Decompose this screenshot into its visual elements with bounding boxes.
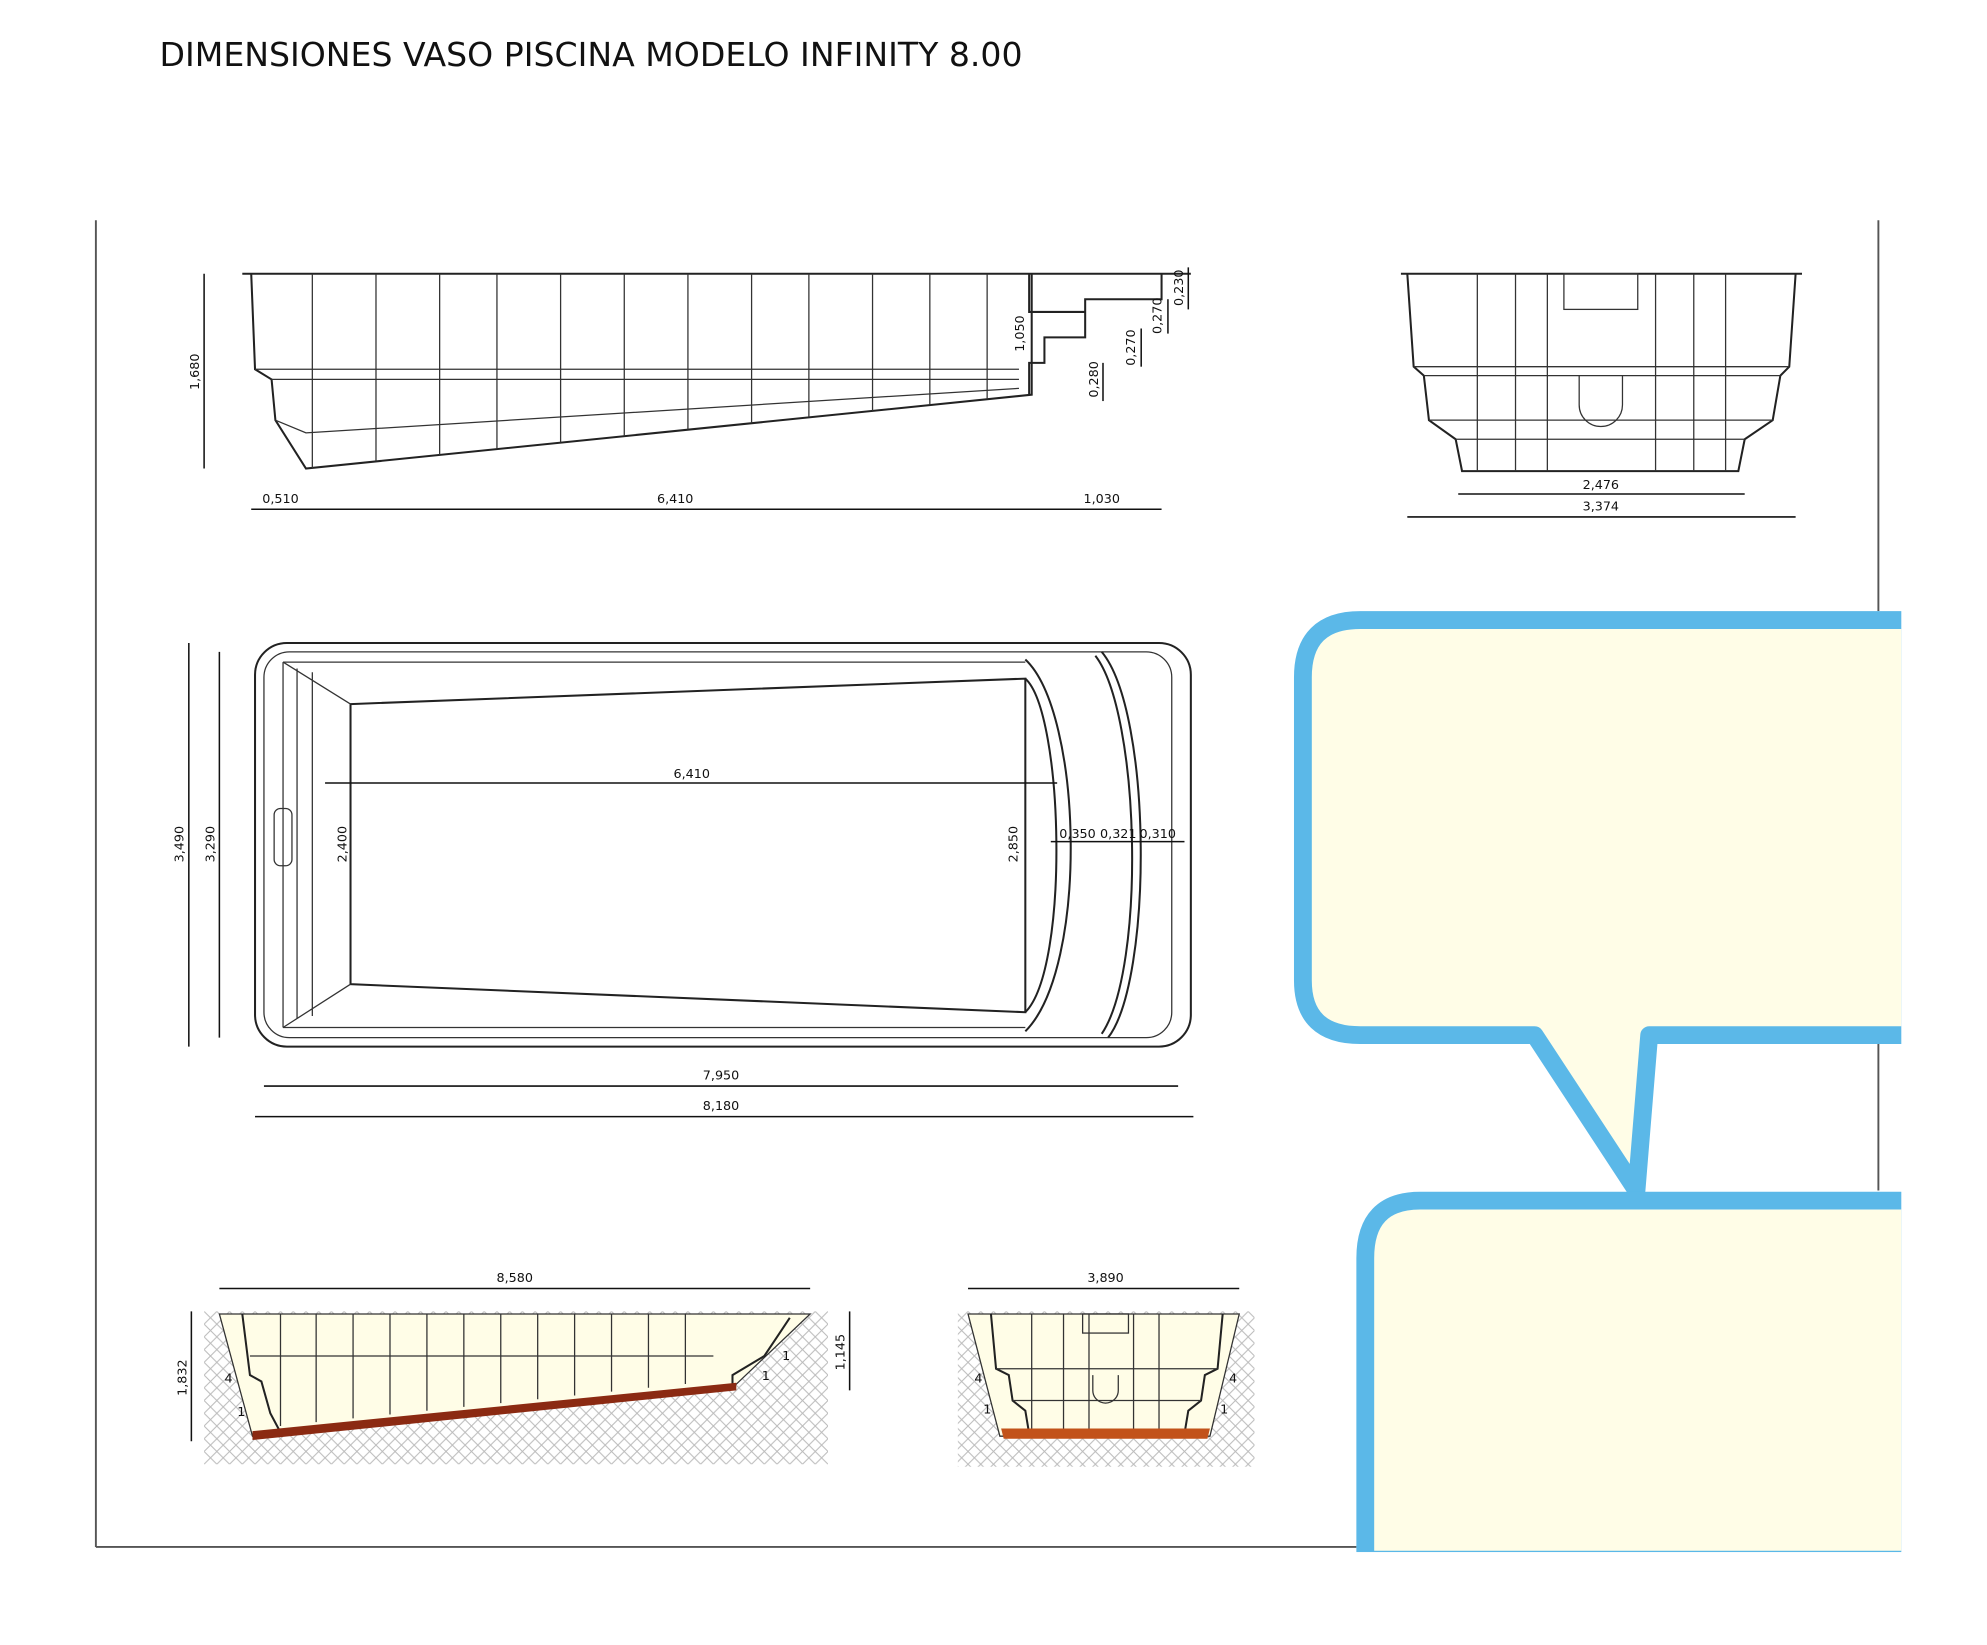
dim-outer-width: 3,490 [173,826,188,862]
dim-depth-right: 1,145 [834,1334,849,1370]
slope-label: 4 [224,1372,232,1387]
excavation-longitudinal-section: 8,580 1,832 1,145 4 1 1 1 [175,1271,851,1465]
excavation-cross-section: 3,890 4 1 4 1 [957,1271,1255,1467]
dim-step: 0,230 [1172,270,1187,306]
side-elevation-drawing: 1,680 0,510 6,410 1,030 1,050 0,280 0,27… [188,267,1191,511]
dim-length-part: 0,510 [262,492,298,507]
dim-height-total: 1,680 [188,354,203,390]
slope-label: 1 [237,1405,245,1420]
dim-step-width: 0,350 [1059,827,1095,842]
plan-view-drawing: 3,490 3,290 2,400 2,850 6,410 0,350 0,32… [173,641,1194,1118]
dim-top-width: 3,374 [1583,500,1619,515]
dim-excavation-length: 8,580 [497,1271,533,1286]
slope-label: 4 [1229,1372,1237,1387]
dim-length-part: 6,410 [657,492,693,507]
dim-length-part: 1,030 [1084,492,1120,507]
dim-outer-length: 8,180 [703,1099,739,1114]
dim-shallow-width: 2,400 [336,826,351,862]
dim-step-width: 0,310 [1140,827,1176,842]
dim-inner-width: 3,290 [203,826,218,862]
dim-inner-length: 7,950 [703,1069,739,1084]
sheet-frame [94,220,1880,1548]
page-title: DIMENSIONES VASO PISCINA MODELO INFINITY… [160,35,1023,74]
slope-label: 1 [1220,1402,1228,1417]
speech-bubble-overlay [1293,598,1987,1642]
dim-step: 0,270 [1124,329,1139,365]
dim-deep-width: 2,850 [1007,826,1022,862]
dim-step: 0,270 [1151,298,1166,334]
slope-label: 1 [762,1369,770,1384]
end-elevation-drawing: 2,476 3,374 [1400,272,1802,518]
slope-label: 4 [974,1372,982,1387]
dim-step-depth: 1,050 [1013,315,1028,351]
dim-step: 0,280 [1087,361,1102,397]
slope-label: 1 [782,1349,790,1364]
dim-bottom-width: 2,476 [1583,478,1619,493]
dim-excavation-width: 3,890 [1087,1271,1123,1286]
dim-floor-length: 6,410 [674,767,710,782]
dim-depth-left: 1,832 [175,1359,190,1395]
slope-label: 1 [983,1402,991,1417]
dim-step-width: 0,321 [1100,827,1136,842]
